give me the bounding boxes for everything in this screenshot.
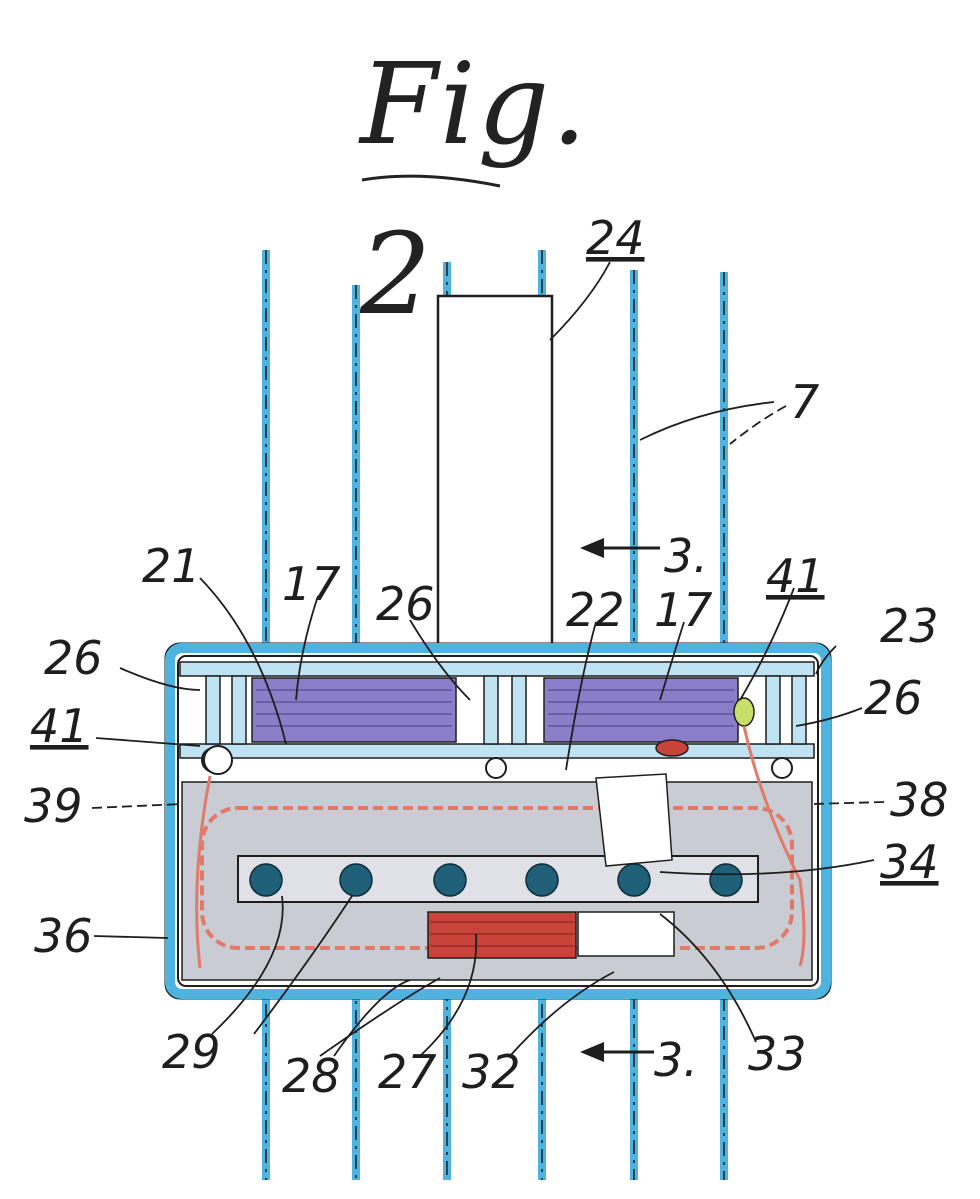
top-shelf: [179, 661, 815, 677]
label-17-left: 17: [282, 557, 341, 611]
cross-member: [179, 743, 815, 759]
lead-wire-left: [195, 775, 212, 969]
terminal-right-cap: [733, 697, 755, 727]
coil-left: [251, 677, 457, 743]
label-29: 29: [162, 1025, 221, 1079]
label-33: 33: [748, 1027, 807, 1081]
label-26-mid: 26: [376, 577, 435, 631]
label-24: 24: [586, 211, 645, 265]
label-26-left: 26: [44, 631, 103, 685]
label-26-right: 26: [864, 671, 923, 725]
coil-winding-lines: [256, 689, 734, 727]
housing-wall: [165, 643, 831, 999]
label-39: 39: [24, 779, 83, 833]
label-34: 34: [880, 835, 939, 889]
title-flourish: [361, 174, 501, 188]
label-38: 38: [890, 773, 949, 827]
coil-right: [543, 677, 739, 743]
bolts: [249, 863, 743, 897]
core-lines: [430, 921, 574, 947]
lead-wire-right: [742, 725, 806, 967]
label-28: 28: [282, 1049, 341, 1103]
arrowhead: [580, 1042, 604, 1062]
label-7: 7: [790, 375, 819, 429]
breakout-lower: [577, 911, 675, 957]
bolt-channel: [237, 855, 759, 903]
label-41-right: 41: [766, 549, 825, 603]
central-post: [436, 294, 554, 650]
label-21: 21: [142, 539, 201, 593]
label-23: 23: [880, 599, 939, 653]
support-posts: [205, 675, 807, 745]
reference-labels: 24 7 3. 21 17 26 22 17 41 23 26 26 41 39…: [24, 211, 949, 1103]
arrowhead: [580, 538, 604, 558]
terminal-left: [203, 745, 233, 775]
leader-lines: [91, 261, 885, 1057]
wire-loop: [200, 806, 794, 950]
breakout-upper: [595, 773, 673, 867]
terminal-right: [655, 739, 689, 757]
label-3-bottom: 3.: [654, 1033, 698, 1087]
label-27: 27: [378, 1045, 437, 1099]
label-3-top: 3.: [664, 529, 708, 583]
label-41-left: 41: [30, 699, 89, 753]
label-32: 32: [462, 1045, 521, 1099]
label-22: 22: [566, 583, 625, 637]
label-36: 36: [34, 909, 93, 963]
core: [427, 911, 577, 959]
label-17-right: 17: [654, 583, 713, 637]
